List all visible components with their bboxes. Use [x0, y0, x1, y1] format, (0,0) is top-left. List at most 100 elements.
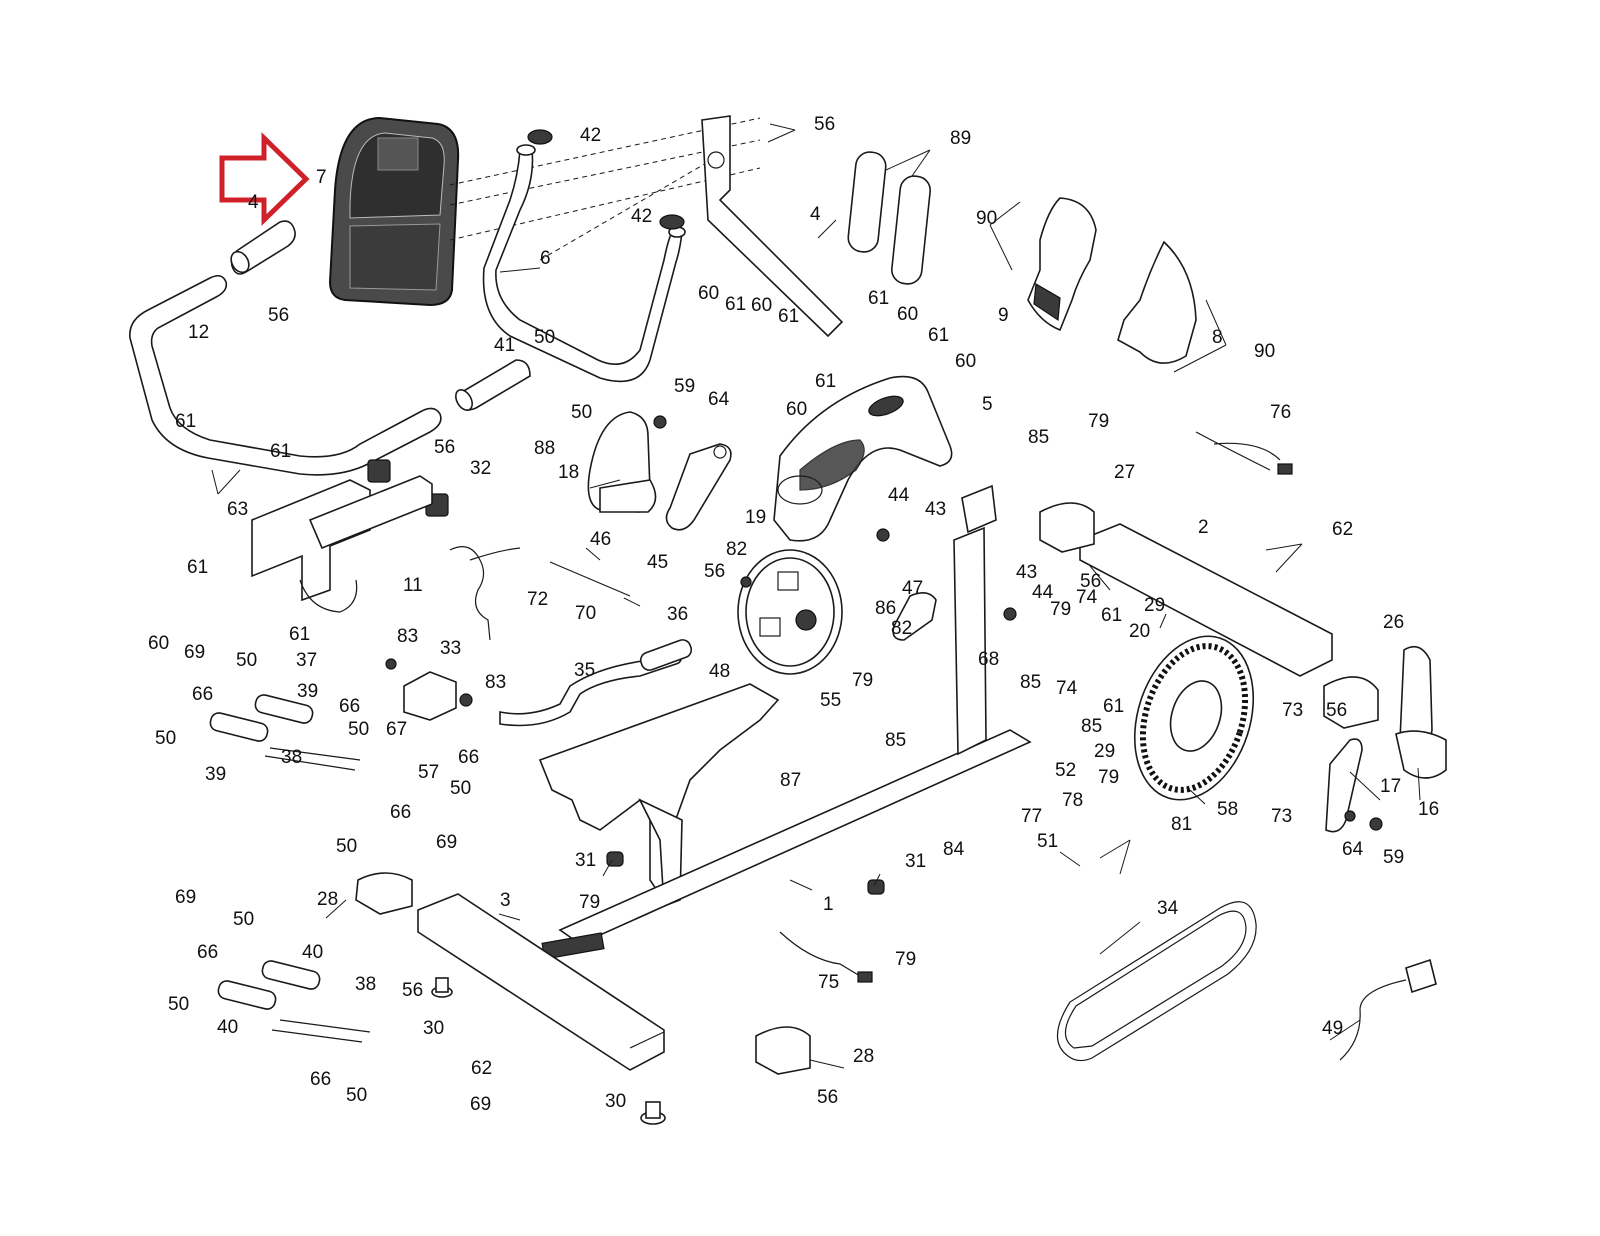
cable-part — [449, 546, 521, 641]
part-number-label: 49 — [1322, 1018, 1343, 1039]
part-number-label: 88 — [534, 438, 555, 459]
part-number-label: 36 — [667, 604, 688, 625]
part-number-label: 56 — [817, 1087, 838, 1108]
highlight-arrow-icon — [219, 132, 310, 226]
part-number-label: 64 — [1342, 839, 1364, 860]
part-number-label: 19 — [745, 507, 766, 528]
part-number-label: 62 — [1332, 519, 1353, 540]
part-number-label: 50 — [168, 994, 189, 1015]
upright-part — [953, 484, 997, 756]
center-shroud-part — [773, 375, 953, 542]
wire-harness-part — [779, 431, 1293, 983]
part-number-label: 61 — [868, 288, 889, 309]
part-number-label: 66 — [390, 802, 411, 823]
part-number-label: 61 — [928, 325, 949, 346]
pedal-part — [1395, 645, 1447, 779]
part-number-label: 59 — [1383, 847, 1404, 868]
part-number-label: 70 — [575, 603, 596, 624]
grip-part — [455, 359, 531, 411]
seat-bracket-part — [251, 475, 433, 613]
part-number-label: 57 — [418, 762, 439, 783]
part-number-label: 50 — [233, 909, 254, 930]
part-number-label: 52 — [1055, 760, 1076, 781]
part-number-label: 44 — [888, 485, 910, 506]
part-number-label: 61 — [187, 557, 208, 578]
leader-line — [989, 201, 1227, 373]
part-number-label: 50 — [534, 327, 555, 348]
part-number-label: 66 — [458, 747, 479, 768]
part-number-label: 85 — [1081, 716, 1102, 737]
part-number-label: 90 — [1254, 341, 1275, 362]
part-number-label: 77 — [1021, 806, 1042, 827]
part-number-label: 79 — [579, 892, 600, 913]
part-number-label: 33 — [440, 638, 461, 659]
part-number-label: 51 — [1037, 831, 1058, 852]
part-number-label: 69 — [436, 832, 457, 853]
part-number-label: 42 — [631, 206, 652, 227]
part-number-label: 20 — [1129, 621, 1150, 642]
part-number-label: 79 — [1050, 599, 1071, 620]
end-cap-part — [355, 502, 1379, 1075]
part-number-label: 43 — [1016, 562, 1037, 583]
part-number-label: 85 — [885, 730, 906, 751]
part-number-label: 46 — [590, 529, 611, 550]
part-number-label: 82 — [891, 618, 912, 639]
part-number-label: 75 — [818, 972, 839, 993]
part-number-label: 66 — [310, 1069, 331, 1090]
part-number-label: 56 — [814, 114, 835, 135]
part-number-label: 87 — [780, 770, 801, 791]
part-number-label: 60 — [698, 283, 719, 304]
rod-part — [549, 561, 631, 597]
part-number-label: 39 — [297, 681, 318, 702]
part-number-label: 79 — [1098, 767, 1119, 788]
part-number-label: 48 — [709, 661, 730, 682]
end-cap-part — [527, 129, 685, 230]
part-number-label: 74 — [1056, 678, 1078, 699]
part-number-label: 86 — [875, 598, 896, 619]
part-number-label: 63 — [227, 499, 248, 520]
part-number-label: 76 — [1270, 402, 1291, 423]
part-number-label: 61 — [815, 371, 836, 392]
part-number-label: 8 — [1212, 327, 1223, 348]
crossbar-part — [499, 639, 693, 727]
part-number-label: 83 — [485, 672, 506, 693]
part-number-label: 35 — [574, 660, 595, 681]
part-number-label: 27 — [1114, 462, 1135, 483]
part-number-label: 31 — [575, 850, 596, 871]
part-number-label: 29 — [1094, 741, 1115, 762]
part-number-label: 30 — [605, 1091, 626, 1112]
part-number-label: 30 — [423, 1018, 444, 1039]
part-number-label: 69 — [470, 1094, 491, 1115]
part-number-label: 3 — [500, 890, 511, 911]
part-number-label: 79 — [1088, 411, 1109, 432]
part-number-label: 58 — [1217, 799, 1238, 820]
part-number-label: 4 — [248, 192, 259, 213]
part-number-label: 56 — [402, 980, 423, 1001]
part-number-label: 60 — [955, 351, 976, 372]
part-number-label: 79 — [895, 949, 916, 970]
part-number-label: 82 — [726, 539, 747, 560]
part-number-label: 74 — [1076, 587, 1098, 608]
part-number-label: 4 — [810, 204, 821, 225]
part-number-label: 69 — [175, 887, 196, 908]
part-number-label: 50 — [571, 402, 592, 423]
part-number-label: 44 — [1032, 582, 1054, 603]
part-number-label: 7 — [316, 167, 327, 188]
grip-part — [230, 220, 296, 275]
part-number-label: 11 — [403, 575, 423, 596]
part-number-label: 69 — [184, 642, 205, 663]
part-number-label: 56 — [1080, 571, 1101, 592]
part-number-label: 60 — [148, 633, 169, 654]
base-frame-part — [538, 683, 1032, 960]
part-number-label: 50 — [236, 650, 257, 671]
part-number-label: 28 — [317, 889, 338, 910]
part-number-label: 78 — [1062, 790, 1083, 811]
part-number-label: 59 — [674, 376, 695, 397]
block-part — [403, 671, 457, 721]
part-number-label: 50 — [348, 719, 369, 740]
part-number-label: 81 — [1171, 814, 1192, 835]
part-number-label: 61 — [778, 306, 799, 327]
crank-arm-part — [1325, 738, 1363, 833]
part-number-label: 37 — [296, 650, 317, 671]
